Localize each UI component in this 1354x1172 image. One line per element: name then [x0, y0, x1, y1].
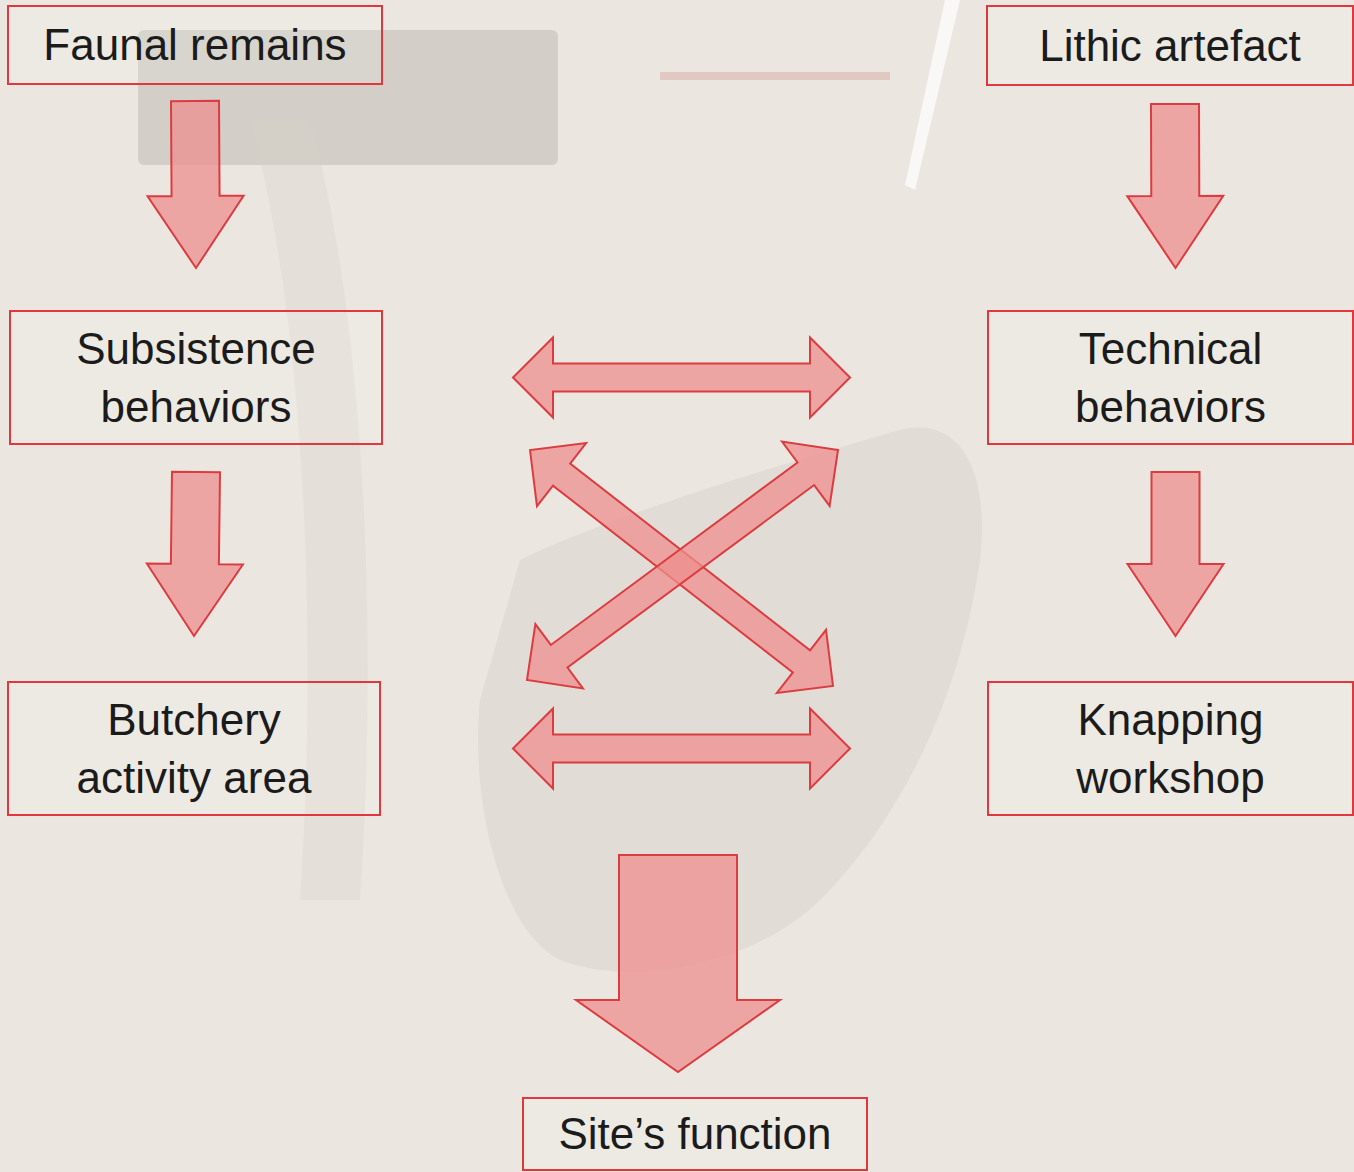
double-arrow — [513, 338, 850, 418]
process-box: Site’s function — [522, 1097, 868, 1171]
box-label: Lithic artefact — [1039, 17, 1301, 74]
north-arrow — [905, 0, 960, 190]
result-arrow — [576, 855, 780, 1072]
box-label: Butchery activity area — [44, 691, 344, 805]
block-arrow — [1127, 104, 1223, 268]
scale-bar — [660, 72, 890, 80]
block-arrow — [148, 101, 244, 268]
block-arrow — [1128, 472, 1224, 636]
box-label: Faunal remains — [43, 16, 346, 73]
process-box: Lithic artefact — [986, 5, 1354, 86]
process-box: Knapping workshop — [987, 681, 1354, 816]
box-label: Knapping workshop — [1021, 691, 1321, 805]
block-arrow — [147, 472, 243, 636]
double-arrow — [513, 709, 850, 789]
box-label: Subsistence behaviors — [46, 320, 346, 434]
process-box: Technical behaviors — [987, 310, 1354, 445]
box-label: Site’s function — [558, 1105, 831, 1162]
double-arrow — [527, 442, 838, 689]
process-box: Faunal remains — [7, 5, 383, 85]
process-box: Subsistence behaviors — [9, 310, 383, 445]
process-box: Butchery activity area — [7, 681, 381, 816]
box-label: Technical behaviors — [1021, 320, 1321, 434]
